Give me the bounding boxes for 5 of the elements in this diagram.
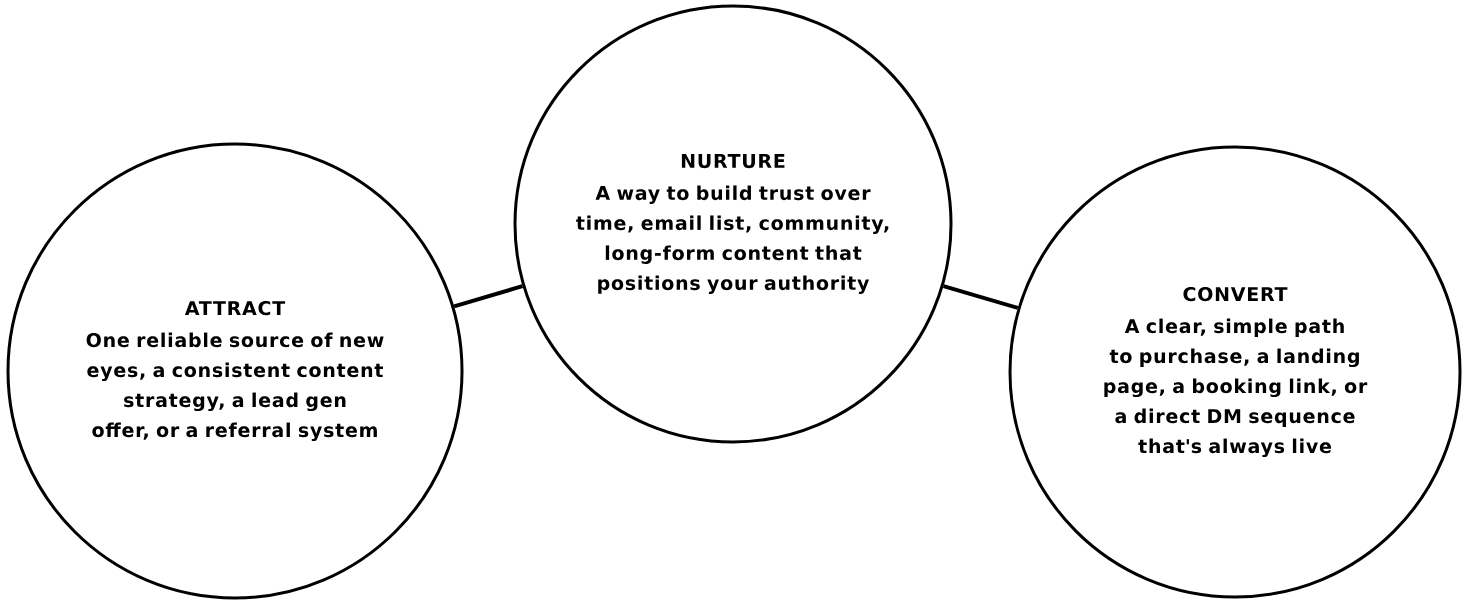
connector-line [942,284,1019,310]
connector-line [453,284,524,309]
circle-node: ATTRACT One reliable source of new eyes, a consistent content strategy, a lead gen offer, or a referral system [6,142,464,600]
circle-node: NURTURE A way to build trust over time, email list, community, long-form content that positions your authority [513,4,953,444]
circle-node: CONVERT A clear, simple path to purchase, a landing page, a booking link, or a direct DM sequence that's always live [1008,145,1462,599]
